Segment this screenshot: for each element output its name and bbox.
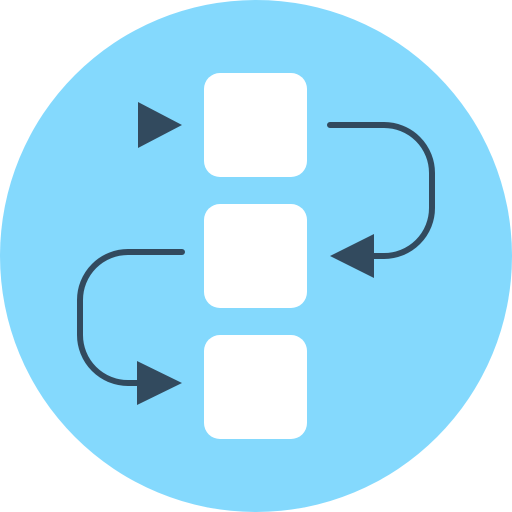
step-box-1 [204,73,307,177]
step-box-3 [204,335,307,439]
step-box-2 [204,204,307,308]
entry-arrow-icon [138,102,182,148]
loop-arrow-left-icon [77,249,185,405]
loop-arrow-right-icon [327,122,435,278]
